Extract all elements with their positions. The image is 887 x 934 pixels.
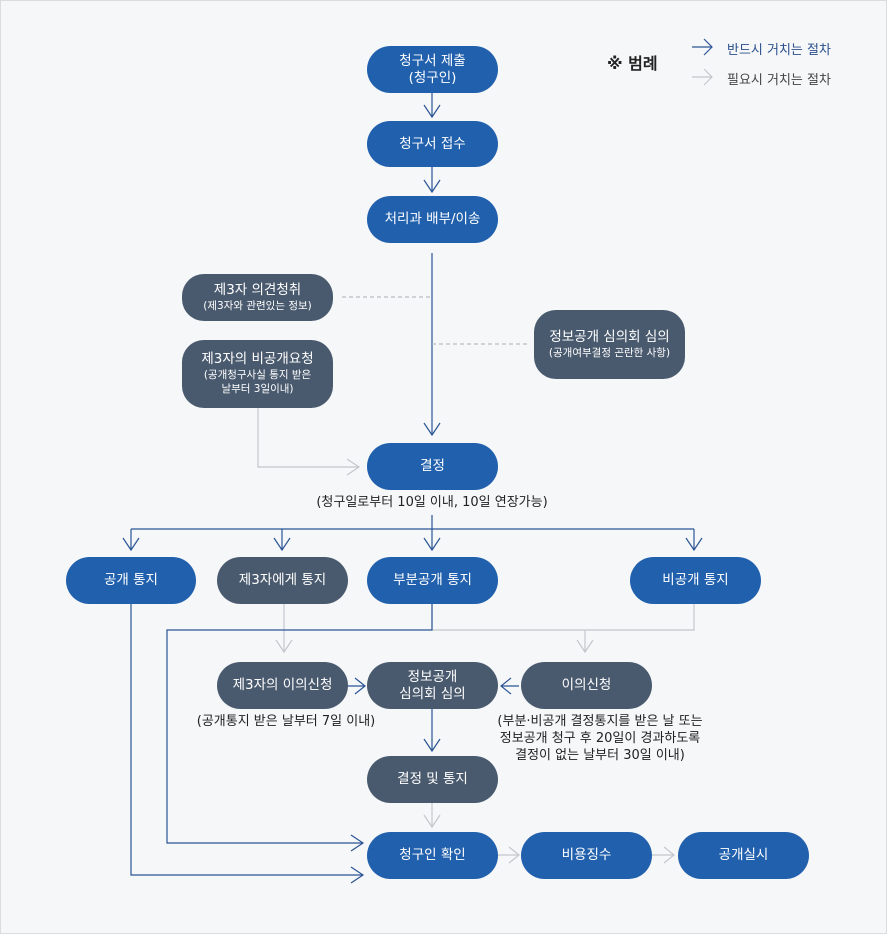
arrow-head — [703, 68, 713, 86]
note-line: 결정이 없는 날부터 30일 이내) — [515, 747, 685, 763]
step-submit-request: 청구서 제출 (청구인) — [367, 46, 498, 93]
step-title: 비용징수 — [561, 847, 612, 864]
step-title: 처리과 배부/이송 — [384, 211, 481, 228]
arrow-head — [508, 846, 520, 864]
connector-request-decision — [257, 408, 359, 468]
decision-deadline-note: (청구일로부터 10일 이내, 10일 연장가능) — [316, 495, 548, 510]
step-committee-review: 정보공개 심의회 심의 (공개여부결정 곤란한 사항) — [534, 310, 685, 379]
arrow-head — [354, 677, 366, 695]
arrow-head — [423, 422, 441, 437]
step-title: 결정 및 통지 — [397, 771, 468, 788]
legend-title: ※ 범례 — [607, 54, 658, 73]
step-title: 공개실시 — [718, 847, 769, 864]
step-fee-collection: 비용징수 — [521, 832, 652, 879]
connector-partial-confirm — [166, 604, 433, 844]
objection-deadline-note: (부분·비공개 결정통지를 받은 날 또는 정보공개 청구 후 20일이 경과하… — [469, 714, 731, 765]
legend-optional-label: 필요시 거치는 절차 — [727, 73, 831, 88]
step-partial-notice: 부분공개 통지 — [367, 557, 498, 604]
step-third-party-opinion: 제3자 의견청취 (제3자와 관련있는 정보) — [182, 274, 333, 321]
arrow-head — [423, 104, 441, 119]
step-public-notice: 공개 통지 — [66, 557, 196, 604]
step-subtitle: (청구인) — [408, 69, 457, 86]
arrow-head — [423, 537, 441, 552]
arrow-head — [350, 834, 365, 852]
step-title: 결정 — [420, 458, 445, 475]
step-subtitle: (공개여부결정 곤란한 사항) — [548, 346, 671, 359]
step-requester-confirm: 청구인 확인 — [367, 832, 498, 879]
step-third-party-nonpublic-request: 제3자의 비공개요청 (공개청구사실 통지 받은 날부터 3일이내) — [182, 340, 333, 408]
step-title: 부분공개 통지 — [393, 572, 472, 589]
step-decision: 결정 — [367, 443, 498, 490]
arrow-head — [122, 537, 140, 552]
arrow-head — [576, 639, 594, 654]
step-title: 청구서 제출 — [399, 52, 466, 69]
step-nonpublic-notice: 비공개 통지 — [630, 557, 761, 604]
step-subtitle: 날부터 3일이내) — [221, 383, 294, 396]
step-third-party-objection: 제3자의 이의신청 — [217, 662, 348, 709]
step-decision-and-notice: 결정 및 통지 — [367, 756, 498, 803]
step-title: 제3자의 비공개요청 — [201, 351, 314, 368]
note-line: 정보공개 청구 후 20일이 경과하도록 — [499, 730, 701, 746]
step-title: 청구인 확인 — [399, 847, 466, 864]
arrow-head — [685, 537, 703, 552]
arrow-head — [423, 738, 441, 753]
step-title: 제3자에게 통지 — [238, 572, 327, 589]
step-third-party-notice: 제3자에게 통지 — [217, 557, 348, 604]
step-subtitle: (공개청구사실 통지 받은 — [203, 369, 312, 382]
connector-partial-nonpublic-join — [431, 604, 695, 631]
arrow-head — [423, 179, 441, 194]
arrow-head — [350, 866, 365, 884]
step-disclosure: 공개실시 — [678, 832, 809, 879]
step-title: 정보공개 — [407, 668, 458, 685]
step-distribute: 처리과 배부/이송 — [367, 196, 498, 243]
step-receive-request: 청구서 접수 — [367, 121, 498, 167]
step-title: 심의회 심의 — [399, 685, 466, 702]
step-title: 이의신청 — [561, 677, 612, 694]
step-title: 비공개 통지 — [662, 572, 729, 589]
connector-public-confirm — [130, 604, 363, 876]
arrow-head — [275, 639, 293, 654]
step-committee-review-2: 정보공개 심의회 심의 — [367, 662, 498, 709]
step-objection: 이의신청 — [521, 662, 652, 709]
objection-deadline-third-note: (공개통지 받은 날부터 7일 이내) — [196, 714, 376, 729]
step-title: 청구서 접수 — [399, 135, 466, 152]
legend-required-label: 반드시 거치는 절차 — [727, 43, 831, 58]
arrow-head — [500, 677, 512, 695]
step-title: 정보공개 심의회 심의 — [549, 329, 670, 345]
step-title: 공개 통지 — [104, 572, 158, 589]
step-title: 제3자 의견청취 — [213, 282, 302, 298]
arrow-head — [663, 846, 675, 864]
note-line: (부분·비공개 결정통지를 받은 날 또는 — [497, 714, 703, 729]
step-title: 제3자의 이의신청 — [232, 677, 333, 694]
arrow-head — [273, 537, 291, 552]
arrow-head — [346, 458, 361, 476]
arrow-head — [703, 38, 713, 56]
arrow-head — [423, 814, 441, 829]
step-subtitle: (제3자와 관련있는 정보) — [203, 299, 312, 312]
